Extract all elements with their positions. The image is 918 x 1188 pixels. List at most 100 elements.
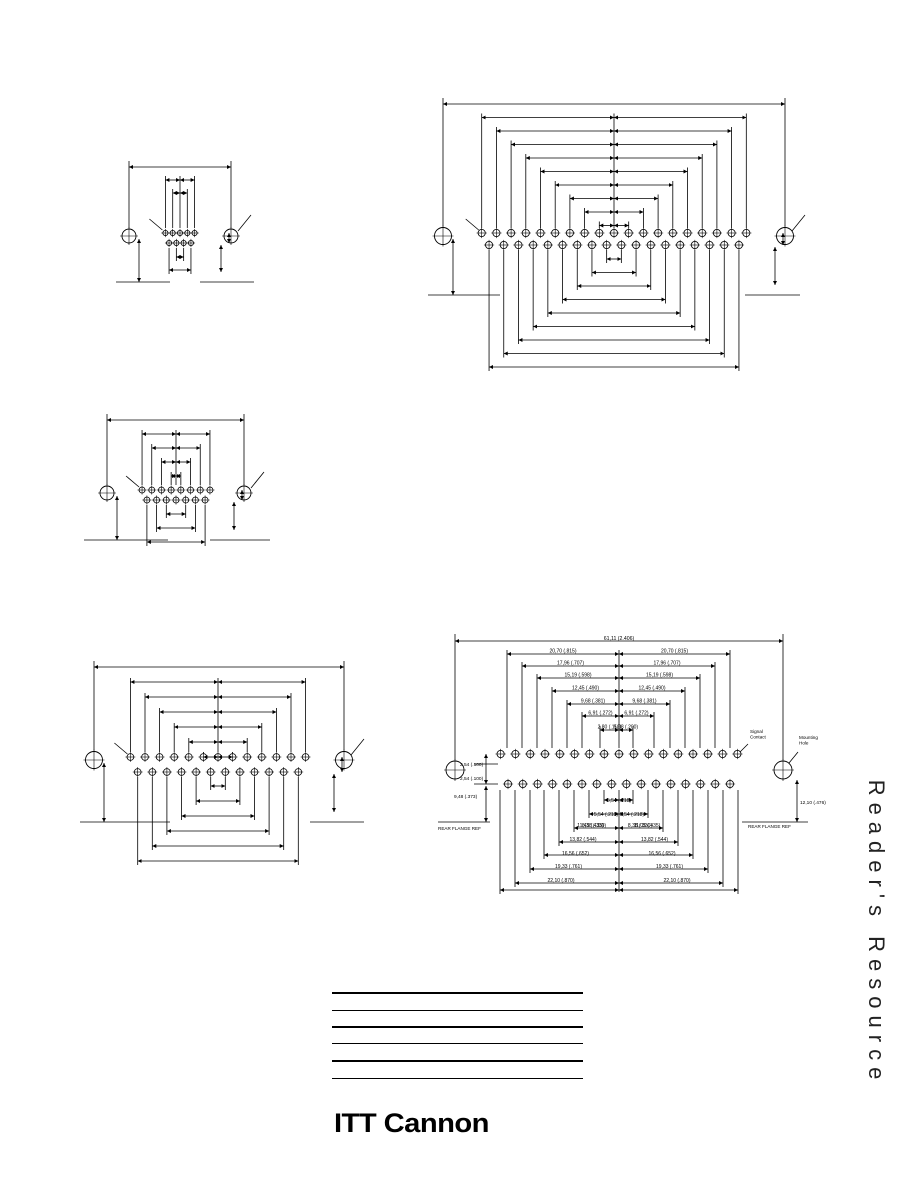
contact-symbol bbox=[710, 778, 721, 790]
dimension-label: 22,10 (.870) bbox=[664, 878, 691, 884]
label-line: 11,45 (.435) bbox=[577, 823, 604, 829]
dimension-label: 12,10 (.476) bbox=[800, 800, 826, 806]
dimension-label: 2,54 (.100) bbox=[460, 762, 484, 768]
contact-symbol bbox=[495, 748, 506, 760]
contact-symbol bbox=[152, 495, 162, 505]
contact-symbol bbox=[271, 752, 282, 762]
dimension-label: 17,96 (.707) bbox=[557, 661, 584, 667]
dimension-label: 12,45 (.490) bbox=[572, 686, 599, 692]
contact-symbol bbox=[195, 485, 205, 495]
mounting-hole-symbol bbox=[432, 225, 454, 247]
label-line: 17,96 (.707) bbox=[557, 661, 584, 667]
label-line: 19,33 (.761) bbox=[555, 864, 582, 870]
contact-symbol bbox=[601, 239, 612, 251]
rule-1 bbox=[332, 992, 583, 994]
contact-symbol bbox=[164, 238, 174, 248]
contact-symbol bbox=[724, 778, 736, 790]
label-line: 12,45 (.490) bbox=[639, 686, 666, 692]
contact-symbol bbox=[572, 239, 583, 251]
contact-symbol bbox=[586, 239, 598, 251]
contact-symbol bbox=[638, 227, 649, 239]
contact-symbol bbox=[249, 767, 260, 777]
contact-symbol bbox=[539, 748, 551, 760]
contact-symbol bbox=[147, 767, 158, 777]
mounting-hole-symbol bbox=[120, 227, 138, 245]
label-line: 17,96 (.707) bbox=[654, 661, 681, 667]
contact-symbol bbox=[137, 485, 147, 495]
contact-symbol bbox=[162, 767, 172, 777]
contact-symbol bbox=[175, 228, 185, 238]
leader-line bbox=[739, 743, 749, 753]
label-line: 9,68 (.381) bbox=[581, 699, 606, 705]
dimension-label: 2,54 (.100) bbox=[460, 776, 484, 782]
contact-symbol bbox=[689, 239, 700, 251]
dimension-label: 5,54 (.218) bbox=[594, 812, 619, 818]
contact-symbol bbox=[179, 238, 188, 248]
contact-symbol bbox=[476, 227, 487, 239]
leader-line bbox=[149, 218, 163, 231]
dimension-label: 12,45 (.490) bbox=[639, 686, 666, 692]
contact-symbol bbox=[680, 778, 691, 790]
label-line: 2,54 (.100) bbox=[460, 762, 484, 768]
contact-symbol bbox=[535, 227, 546, 239]
contact-symbol bbox=[186, 238, 196, 248]
dimension-label: 61,11 (2.406) bbox=[604, 636, 635, 642]
contact-symbol bbox=[726, 227, 737, 239]
dimension-label: 19,33 (.761) bbox=[555, 864, 582, 870]
label-line: 8,38 (.330) bbox=[628, 823, 653, 829]
dimension-label: 11,45 (.435) bbox=[577, 823, 604, 829]
label-line: 6,91 (.272) bbox=[588, 711, 613, 717]
contact-symbol bbox=[658, 748, 669, 760]
rule-5 bbox=[332, 1060, 583, 1062]
dimension-label: 9,68 (.381) bbox=[581, 699, 606, 705]
dimension-label: 2,80 (.110) bbox=[598, 725, 622, 731]
leader-line bbox=[791, 214, 806, 232]
leader-line bbox=[788, 751, 799, 764]
dimension-label: 20,70 (.815) bbox=[550, 649, 577, 655]
dimension-label: 22,10 (.870) bbox=[548, 878, 575, 884]
mounting-hole-symbol bbox=[444, 759, 466, 781]
label-line: 15,19 (.598) bbox=[646, 673, 673, 679]
label-line: 22,10 (.870) bbox=[548, 878, 575, 884]
contact-symbol bbox=[190, 228, 199, 238]
rule-2 bbox=[332, 1010, 583, 1011]
label-line: Contact bbox=[750, 735, 767, 740]
contact-symbol bbox=[186, 485, 196, 495]
label-line: 5,54 (.218) bbox=[607, 798, 632, 804]
contact-symbol bbox=[606, 778, 617, 790]
contact-symbol bbox=[161, 495, 171, 505]
contact-symbol bbox=[695, 778, 706, 790]
contact-symbol bbox=[636, 778, 647, 790]
mounting-hole-symbol bbox=[774, 225, 796, 247]
contact-symbol bbox=[172, 238, 181, 248]
contact-symbol bbox=[579, 227, 590, 239]
contact-symbol bbox=[673, 748, 684, 760]
contact-symbol bbox=[264, 767, 274, 777]
contact-symbol bbox=[675, 239, 686, 251]
contact-symbol bbox=[550, 227, 561, 239]
dimension-label: 5,08 (.200) bbox=[614, 725, 639, 731]
label-line: 9,68 (.381) bbox=[632, 699, 657, 705]
contact-symbol bbox=[506, 227, 517, 239]
contact-symbol bbox=[613, 748, 625, 760]
contact-symbol bbox=[168, 228, 177, 238]
label-line: Hole bbox=[799, 741, 809, 746]
label-line: 2,54 (.100) bbox=[460, 776, 484, 782]
leader-line bbox=[350, 738, 365, 756]
dimension-label: 6,91 (.272) bbox=[588, 711, 613, 717]
dimension-label: REAR FLANGE REF bbox=[748, 824, 791, 829]
contact-symbol bbox=[665, 778, 676, 790]
contact-symbol bbox=[510, 748, 521, 760]
leader-line bbox=[114, 742, 128, 755]
label-line: 16,56 (.652) bbox=[649, 851, 676, 857]
contact-symbol bbox=[293, 767, 304, 777]
contact-symbol bbox=[576, 778, 588, 790]
contact-symbol bbox=[525, 748, 536, 760]
contact-symbol bbox=[176, 485, 186, 495]
contact-symbol bbox=[156, 485, 166, 495]
label-line: Signal bbox=[750, 729, 763, 734]
mounting-hole-symbol bbox=[222, 227, 240, 245]
drawing-50-position-dimensioned: 61,11 (2.406)20,70 (.815)20,70 (.815)17,… bbox=[438, 634, 826, 894]
label-line: 8,38 (.330) bbox=[582, 823, 607, 829]
